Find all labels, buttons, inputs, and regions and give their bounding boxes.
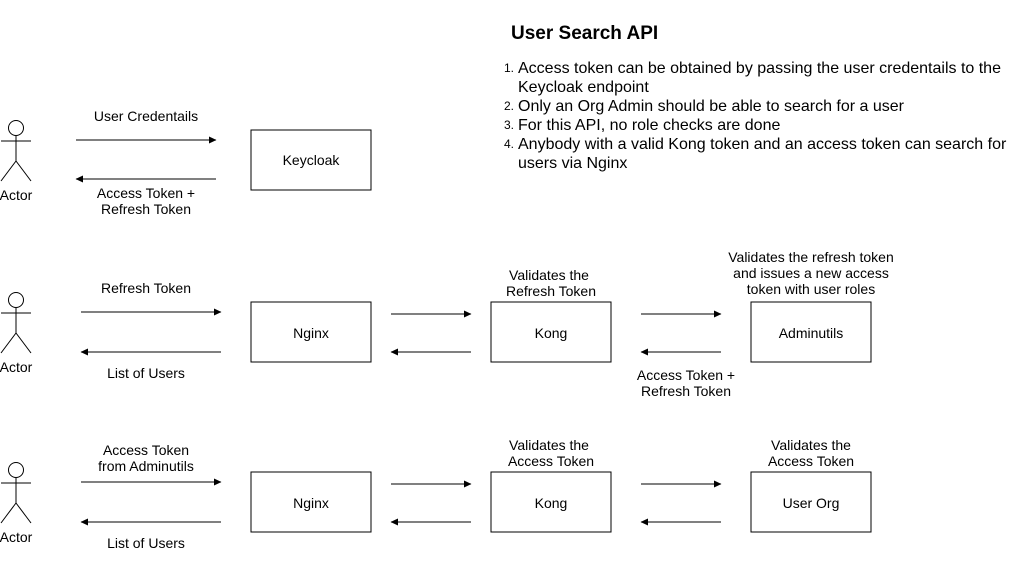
adminutils-label: Adminutils (779, 325, 844, 341)
user-org-note: Validates the (771, 437, 851, 453)
user-org-label: User Org (783, 495, 840, 511)
response-label: List of Users (107, 365, 185, 381)
adminutils-box (750, 301, 872, 363)
stick-figure-icon (0, 462, 32, 524)
adminutils-note: Validates the refresh token (728, 249, 894, 265)
kong-label: Kong (535, 325, 568, 341)
request-label: Refresh Token (101, 280, 191, 296)
stick-figure-icon (0, 120, 32, 182)
request-label: from Adminutils (98, 458, 194, 474)
note-text: Only an Org Admin should be able to sear… (518, 98, 904, 115)
nginx-label: Nginx (293, 325, 329, 341)
response-label: Refresh Token (101, 201, 191, 217)
kong-note: Access Token (508, 453, 594, 469)
note-number: 2. (504, 99, 515, 113)
kong-note: Validates the (509, 437, 589, 453)
return-note: Refresh Token (641, 383, 731, 399)
user-org-box (750, 471, 872, 533)
kong-label: Kong (535, 495, 568, 511)
note-item: 2.Only an Org Admin should be able to se… (500, 97, 1015, 116)
actor-label: Actor (0, 359, 33, 375)
kong-box (490, 471, 612, 533)
actor-label: Actor (0, 529, 33, 545)
request-label: Access Token (103, 442, 189, 458)
request-label: User Credentails (94, 108, 198, 124)
nginx-box (250, 301, 372, 363)
actor-row2: Actor (0, 292, 33, 375)
kong-note: Validates the (509, 267, 589, 283)
response-label: List of Users (107, 535, 185, 551)
note-item: 4.Anybody with a valid Kong token and an… (500, 135, 1015, 173)
nginx-box (250, 471, 372, 533)
note-number: 1. (504, 61, 515, 75)
kong-box (490, 301, 612, 363)
note-number: 3. (504, 118, 515, 132)
note-item: 1.Access token can be obtained by passin… (500, 59, 1015, 97)
nginx-label: Nginx (293, 495, 329, 511)
note-text: For this API, no role checks are done (518, 117, 781, 134)
actor-label: Actor (0, 187, 33, 203)
actor-row3: Actor (0, 462, 33, 545)
keycloak-label: Keycloak (283, 152, 341, 168)
note-number: 4. (504, 137, 515, 151)
adminutils-note: token with user roles (747, 281, 875, 297)
note-item: 3.For this API, no role checks are done (500, 116, 1015, 135)
return-note: Access Token + (637, 367, 735, 383)
actor-row1: Actor (0, 120, 33, 203)
user-org-note: Access Token (768, 453, 854, 469)
adminutils-note: and issues a new access (733, 265, 889, 281)
notes-list: 1.Access token can be obtained by passin… (500, 59, 1015, 173)
keycloak-box (250, 129, 372, 191)
stick-figure-icon (0, 292, 32, 354)
notes-title: User Search API (511, 23, 659, 44)
response-label: Access Token + (97, 185, 195, 201)
kong-note: Refresh Token (506, 283, 596, 299)
note-text: Anybody with a valid Kong token and an a… (518, 136, 1007, 172)
note-text: Access token can be obtained by passing … (518, 60, 1001, 96)
